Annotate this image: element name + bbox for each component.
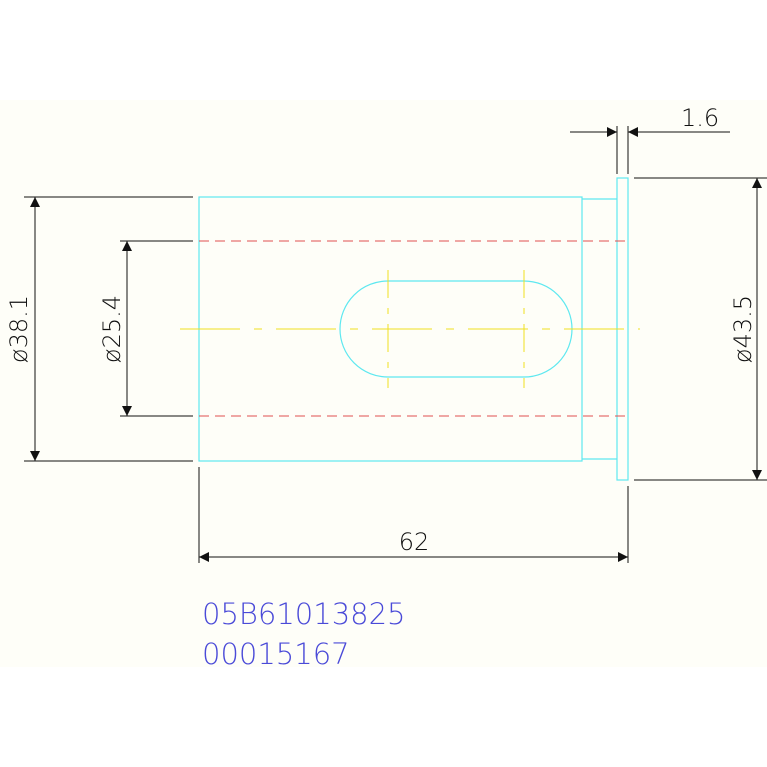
flange-diameter-label: ø43.5 xyxy=(729,295,757,363)
overall-length-label: 62 xyxy=(399,528,430,556)
bore-diameter-label: ø25.4 xyxy=(98,295,126,363)
slot xyxy=(339,280,573,378)
dimension-lines xyxy=(24,126,767,563)
part-code-primary: 05B61013825 xyxy=(202,597,406,631)
part-code-secondary: 00015167 xyxy=(202,637,350,671)
flange-thickness-label: 1.6 xyxy=(681,104,719,132)
body-diameter-label: ø38.1 xyxy=(5,295,33,363)
center-lines xyxy=(180,270,640,388)
hidden-lines xyxy=(199,240,628,417)
